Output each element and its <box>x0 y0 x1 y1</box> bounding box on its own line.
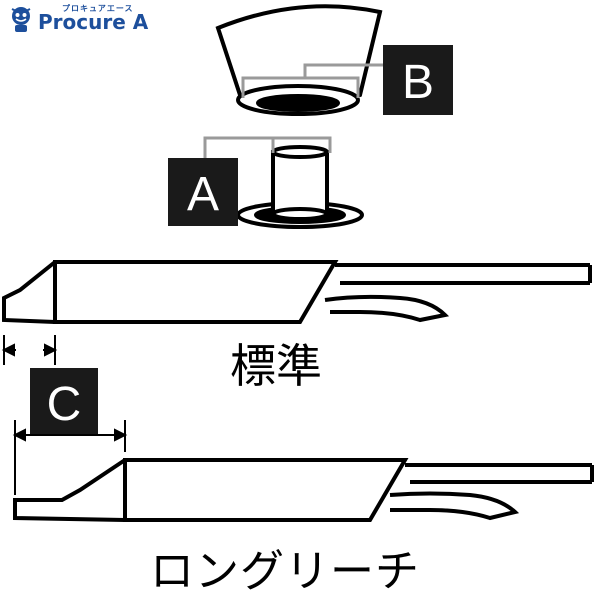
callout-a-lines <box>203 136 332 160</box>
callout-b-lines <box>241 63 383 98</box>
label-c: C <box>47 378 82 431</box>
label-c-box <box>30 368 98 436</box>
label-b: B <box>402 56 434 109</box>
solder-cup <box>215 4 383 116</box>
long-reach-tip <box>13 458 594 522</box>
label-a-box <box>168 158 238 226</box>
mascot-icon <box>11 7 31 32</box>
label-a: A <box>187 168 219 221</box>
dimension-c-standard <box>1 335 58 365</box>
tip-cylinder <box>236 145 364 229</box>
logo-text: Procure A <box>38 10 149 34</box>
standard-tip <box>2 260 592 324</box>
logo: プロキュアエース Procure A <box>8 4 148 34</box>
caption-standard: 標準 <box>230 339 322 393</box>
caption-long-reach: ロングリーチ <box>150 546 420 597</box>
label-b-box <box>383 45 453 115</box>
dimension-c-long <box>12 420 128 495</box>
logo-kana: プロキュアエース <box>62 4 134 13</box>
